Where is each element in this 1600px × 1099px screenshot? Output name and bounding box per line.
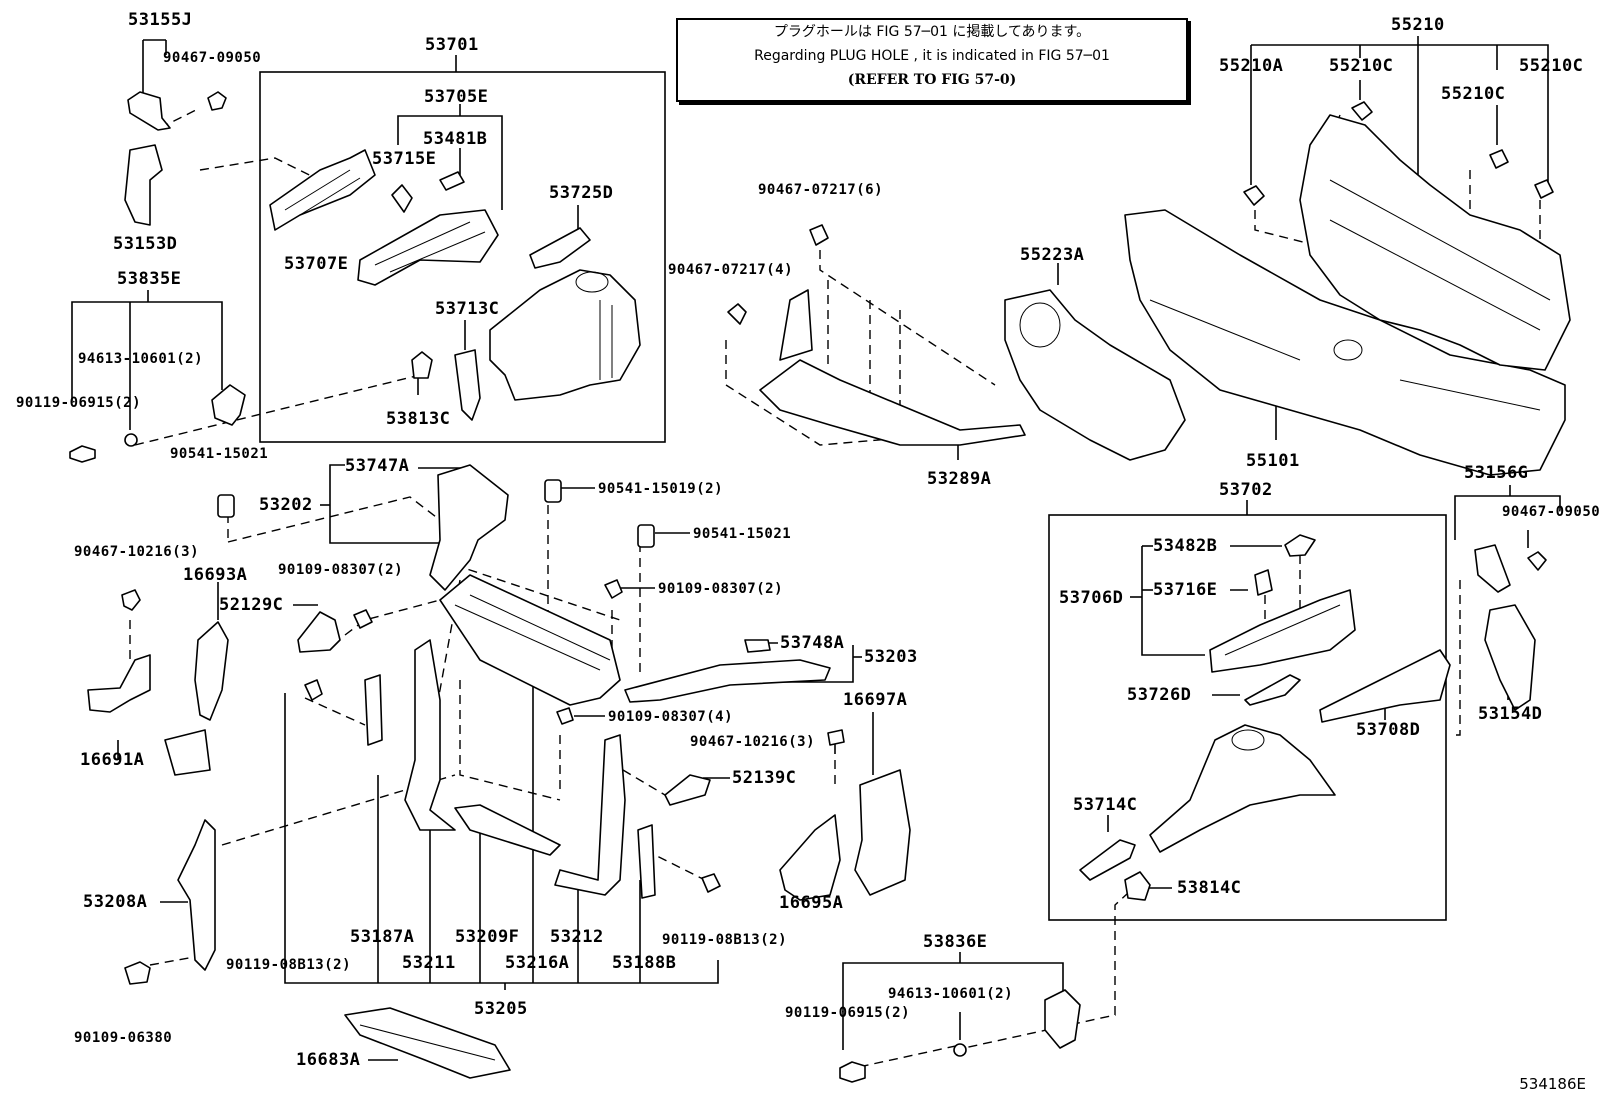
part-label[interactable]: 16693A: [183, 565, 248, 585]
part-label[interactable]: 53713C: [435, 299, 500, 319]
part-label[interactable]: 90467-10216(3): [690, 734, 816, 750]
part-label[interactable]: 52139C: [732, 768, 797, 788]
part-label[interactable]: 53205: [474, 999, 528, 1019]
part-label[interactable]: 53481B: [423, 129, 488, 149]
part-label[interactable]: 90467-07217(4): [668, 262, 794, 278]
part-label[interactable]: 90109-08307(2): [658, 581, 784, 597]
part-label[interactable]: 90467-09050: [163, 50, 262, 66]
part-label[interactable]: 53708D: [1356, 720, 1421, 740]
part-label[interactable]: 90109-08307(4): [608, 709, 734, 725]
group-box-53701: [259, 71, 666, 443]
part-label[interactable]: 53202: [259, 495, 313, 515]
part-label[interactable]: 55210A: [1219, 56, 1284, 76]
part-label[interactable]: 55210: [1391, 15, 1445, 35]
figure-code: 534186E: [1519, 1075, 1586, 1093]
part-label[interactable]: 53203: [864, 647, 918, 667]
part-label[interactable]: 53154D: [1478, 704, 1543, 724]
plug-hole-notice: プラグホールは FIG 57─01 に掲載してあります。 Regarding P…: [676, 18, 1188, 102]
part-label[interactable]: 90109-08307(2): [278, 562, 404, 578]
part-label[interactable]: 53187A: [350, 927, 415, 947]
part-label[interactable]: 53155J: [128, 10, 193, 30]
part-label[interactable]: 53706D: [1059, 588, 1124, 608]
part-label[interactable]: 53482B: [1153, 536, 1218, 556]
part-label[interactable]: 16697A: [843, 690, 908, 710]
part-label[interactable]: 53747A: [345, 456, 410, 476]
part-label[interactable]: 90467-07217(6): [758, 182, 884, 198]
part-label[interactable]: 90109-06380: [74, 1030, 173, 1046]
part-label[interactable]: 53714C: [1073, 795, 1138, 815]
part-label[interactable]: 53211: [402, 953, 456, 973]
part-label[interactable]: 53836E: [923, 932, 988, 952]
part-label[interactable]: 90541-15021: [693, 526, 792, 542]
part-label[interactable]: 53748A: [780, 633, 845, 653]
part-label[interactable]: 53289A: [927, 469, 992, 489]
part-label[interactable]: 55223A: [1020, 245, 1085, 265]
part-label[interactable]: 53209F: [455, 927, 520, 947]
notice-reference: (REFER TO FIG 57-0): [847, 72, 1017, 88]
notice-english: Regarding PLUG HOLE , it is indicated in…: [754, 48, 1110, 64]
part-label[interactable]: 53702: [1219, 480, 1273, 500]
part-label[interactable]: 94613-10601(2): [78, 351, 204, 367]
part-label[interactable]: 53208A: [83, 892, 148, 912]
part-label[interactable]: 53705E: [424, 87, 489, 107]
part-label[interactable]: 53188B: [612, 953, 677, 973]
part-label[interactable]: 53212: [550, 927, 604, 947]
part-label[interactable]: 53707E: [284, 254, 349, 274]
part-label[interactable]: 90119-08B13(2): [662, 932, 788, 948]
part-label[interactable]: 90541-15019(2): [598, 481, 724, 497]
part-label[interactable]: 53701: [425, 35, 479, 55]
part-label[interactable]: 53156G: [1464, 463, 1529, 483]
part-label[interactable]: 55210C: [1519, 56, 1584, 76]
part-label[interactable]: 53216A: [505, 953, 570, 973]
part-label[interactable]: 52129C: [219, 595, 284, 615]
part-label[interactable]: 55210C: [1329, 56, 1394, 76]
part-label[interactable]: 16691A: [80, 750, 145, 770]
part-label[interactable]: 90467-09050: [1502, 504, 1600, 520]
part-label[interactable]: 16683A: [296, 1050, 361, 1070]
part-label[interactable]: 90119-08B13(2): [226, 957, 352, 973]
part-shapes: [69, 91, 1571, 1083]
part-label[interactable]: 94613-10601(2): [888, 986, 1014, 1002]
part-label[interactable]: 55101: [1246, 451, 1300, 471]
part-label[interactable]: 55210C: [1441, 84, 1506, 104]
part-label[interactable]: 90119-06915(2): [785, 1005, 911, 1021]
part-label[interactable]: 90467-10216(3): [74, 544, 200, 560]
notice-japanese: プラグホールは FIG 57─01 に掲載してあります。: [773, 24, 1091, 40]
part-label[interactable]: 53716E: [1153, 580, 1218, 600]
part-label[interactable]: 53835E: [117, 269, 182, 289]
part-label[interactable]: 16695A: [779, 893, 844, 913]
part-label[interactable]: 90541-15021: [170, 446, 269, 462]
part-label[interactable]: 53814C: [1177, 878, 1242, 898]
part-label[interactable]: 53726D: [1127, 685, 1192, 705]
part-label[interactable]: 53153D: [113, 234, 178, 254]
part-label[interactable]: 53715E: [372, 149, 437, 169]
part-label[interactable]: 53725D: [549, 183, 614, 203]
part-label[interactable]: 90119-06915(2): [16, 395, 142, 411]
part-label[interactable]: 53813C: [386, 409, 451, 429]
